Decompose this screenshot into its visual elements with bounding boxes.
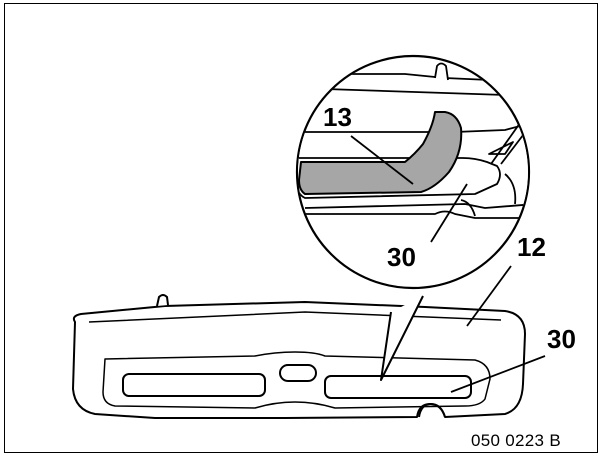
detail-lower-lip [305, 210, 528, 219]
clip-part-highlight [298, 111, 463, 195]
part-inner-edge [88, 311, 502, 323]
leader-30-detail [430, 183, 468, 243]
detail-right-curve [504, 173, 517, 205]
part-face-contour [102, 351, 491, 409]
part-slot-right [324, 375, 472, 399]
callout-30-part: 30 [547, 324, 576, 354]
reference-code: 050 0223 B [471, 431, 561, 450]
leader-lines [350, 135, 546, 393]
technical-illustration: 13 30 12 30 050 0223 B [4, 3, 598, 453]
magnifier-tail [380, 295, 424, 381]
callout-30-detail: 30 [387, 242, 416, 272]
leader-12 [466, 265, 512, 327]
callout-12: 12 [517, 232, 546, 262]
detail-upper-edge-2 [298, 87, 528, 97]
part-bottom-notch [418, 403, 446, 418]
leader-30-part [450, 355, 546, 393]
detail-lower-step [460, 199, 476, 217]
detail-top-tab [434, 62, 449, 81]
callout-13: 13 [323, 102, 352, 132]
main-part [72, 294, 526, 419]
part-center-recess [279, 364, 317, 382]
part-slot-left [122, 373, 266, 397]
part-top-tab [156, 294, 169, 307]
detail-magnifier [295, 54, 531, 381]
leader-13 [350, 135, 414, 185]
